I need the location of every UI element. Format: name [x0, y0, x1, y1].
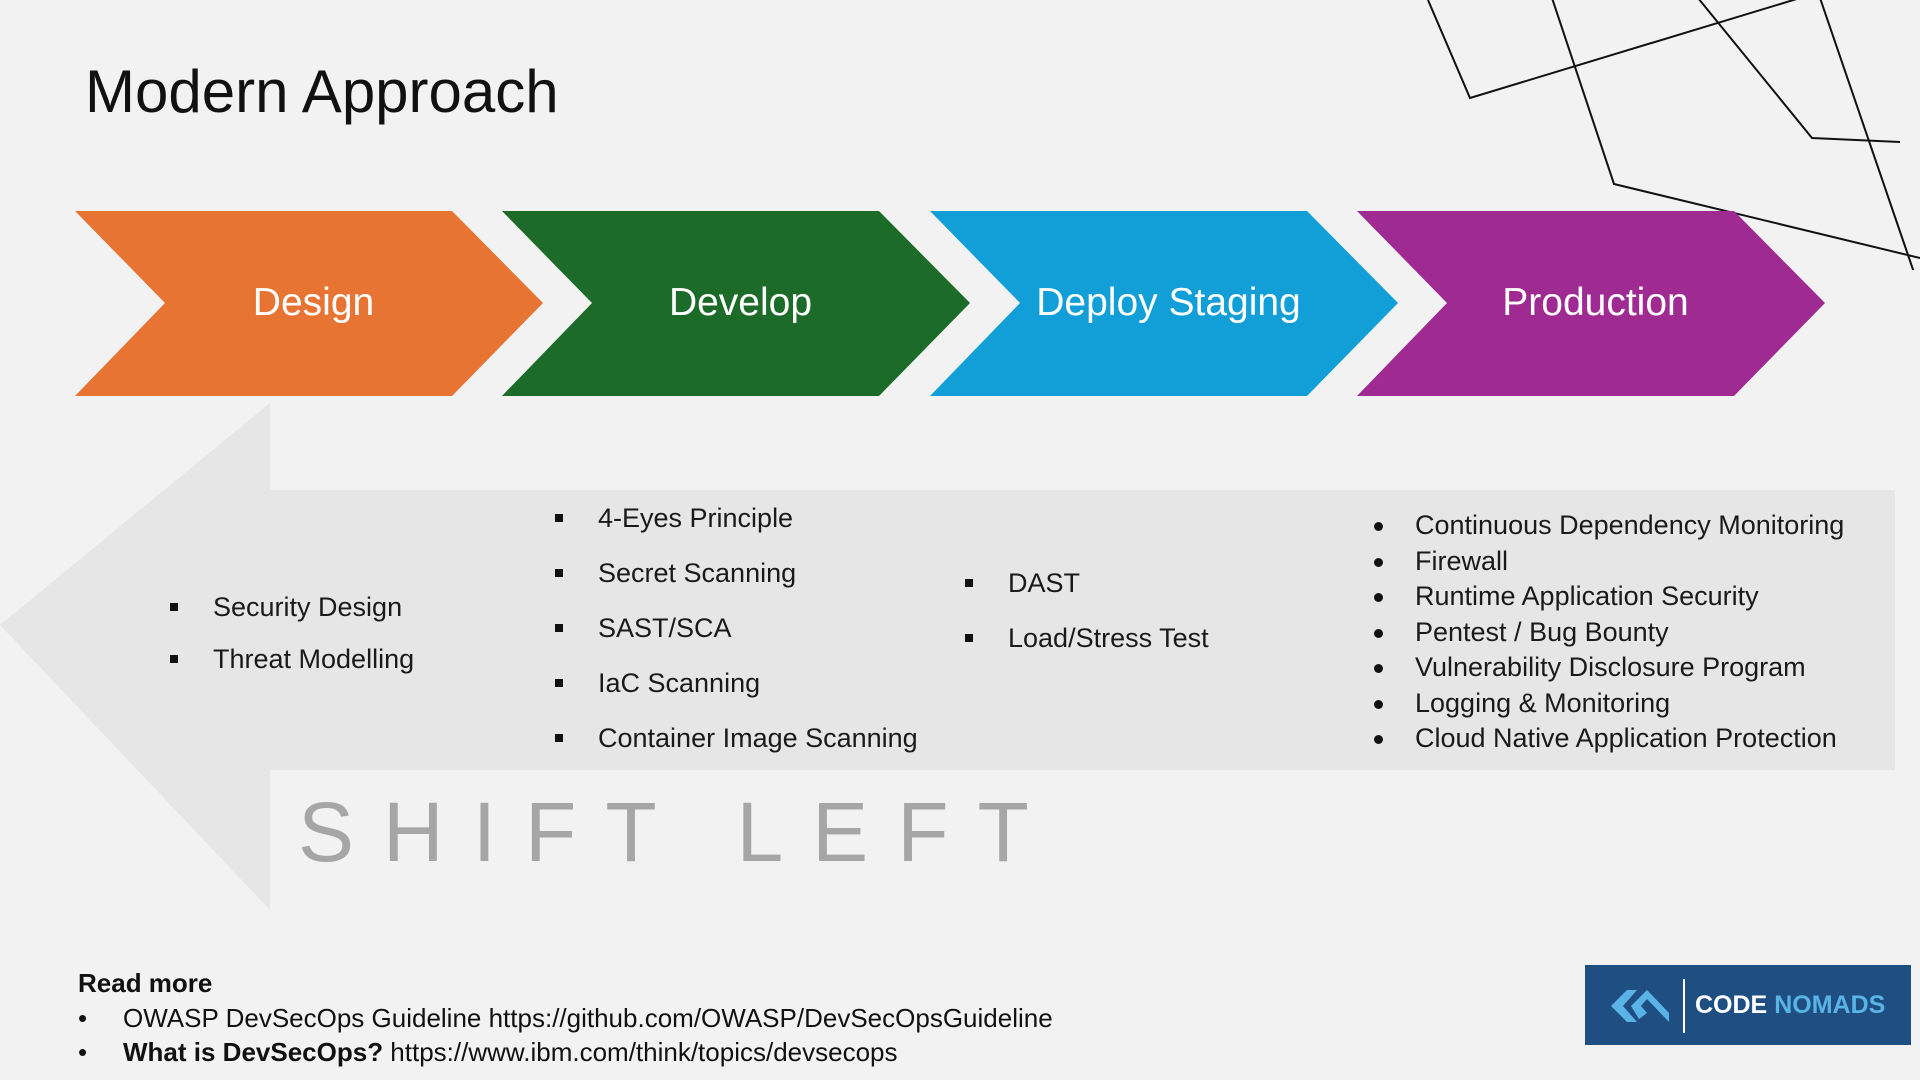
read-more-bold: What is DevSecOps? [123, 1037, 384, 1067]
list-item: DAST [965, 568, 1209, 599]
production-list: Continuous Dependency Monitoring Firewal… [1370, 508, 1844, 757]
stage-label-develop: Develop [668, 281, 813, 324]
list-item: IaC Scanning [555, 668, 918, 699]
logo-word-nomads: NOMADS [1774, 991, 1886, 1019]
read-more-list: OWASP DevSecOps Guideline https://github… [78, 1001, 1053, 1069]
read-more-item[interactable]: What is DevSecOps? https://www.ibm.com/t… [78, 1035, 1053, 1069]
code-nomads-logo: CODE NOMADS [1585, 965, 1911, 1045]
design-list: Security Design Threat Modelling [170, 592, 414, 675]
list-item: 4-Eyes Principle [555, 503, 918, 534]
list-item: Cloud Native Application Protection [1370, 721, 1844, 757]
list-item: Secret Scanning [555, 558, 918, 589]
list-item: Container Image Scanning [555, 723, 918, 754]
chevron-design [75, 211, 543, 396]
list-item: Threat Modelling [170, 644, 414, 675]
shift-left-label: SHIFT LEFT [298, 785, 1058, 879]
deploy-list: DAST Load/Stress Test [965, 568, 1209, 654]
read-more-item[interactable]: OWASP DevSecOps Guideline https://github… [78, 1001, 1053, 1035]
list-item: Pentest / Bug Bounty [1370, 615, 1844, 651]
read-more-link[interactable]: https://www.ibm.com/think/topics/devseco… [383, 1037, 898, 1067]
read-more-heading: Read more [78, 968, 213, 998]
decorative-lines [1427, 0, 1920, 270]
chevron-production [1357, 211, 1825, 396]
stage-label-deploy-staging: Deploy Staging [1036, 281, 1301, 324]
list-item: Vulnerability Disclosure Program [1370, 650, 1844, 686]
list-item: Logging & Monitoring [1370, 686, 1844, 722]
list-item: Runtime Application Security [1370, 579, 1844, 615]
page-title: Modern Approach [85, 58, 559, 125]
develop-list: 4-Eyes Principle Secret Scanning SAST/SC… [555, 503, 918, 754]
stage-label-production: Production [1502, 281, 1689, 324]
list-item: Firewall [1370, 544, 1844, 580]
stage-label-design: Design [252, 281, 375, 324]
logo-word-code: CODE [1695, 991, 1768, 1019]
stage-chevrons [75, 211, 1825, 396]
list-item: Security Design [170, 592, 414, 623]
list-item: Load/Stress Test [965, 623, 1209, 654]
chevron-deploy-staging [930, 211, 1398, 396]
chevron-develop [502, 211, 970, 396]
list-item: SAST/SCA [555, 613, 918, 644]
shift-left-arrow [0, 403, 1895, 910]
code-nomads-logo-icon [1611, 979, 1685, 1033]
read-more-link[interactable]: OWASP DevSecOps Guideline https://github… [123, 1003, 1053, 1033]
list-item: Continuous Dependency Monitoring [1370, 508, 1844, 544]
